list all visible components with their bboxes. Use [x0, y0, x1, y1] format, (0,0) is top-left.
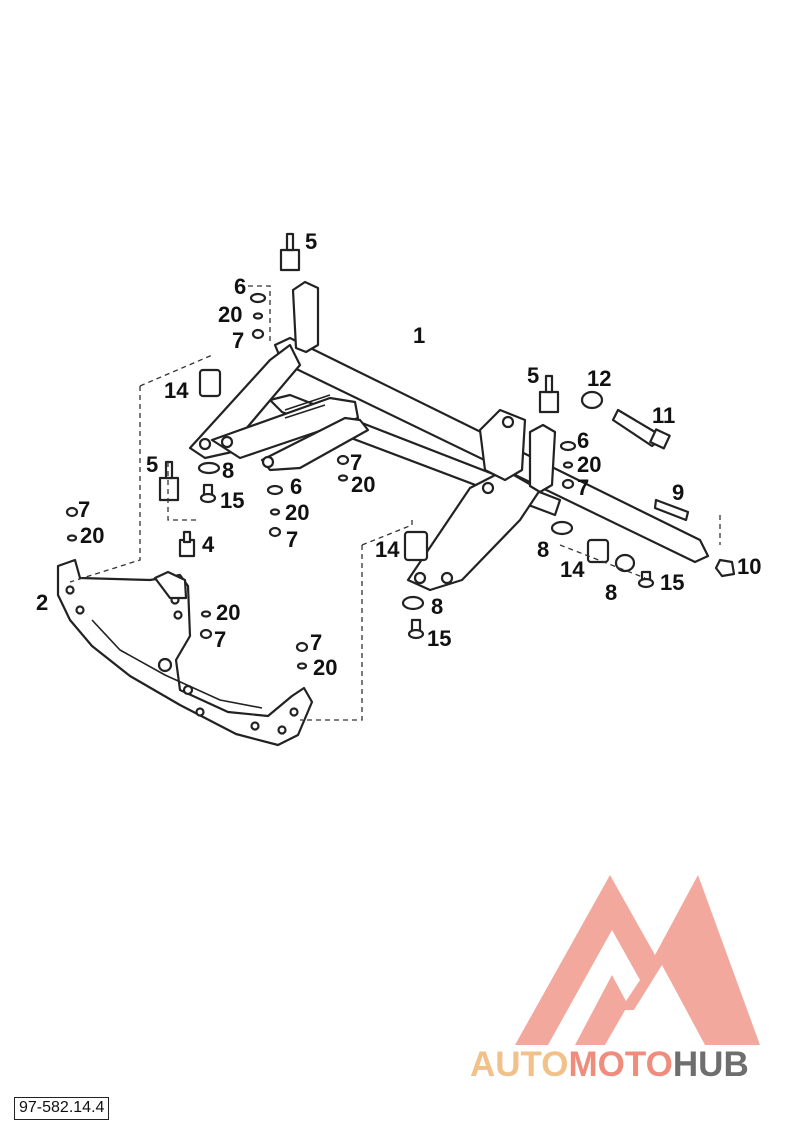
cap-10	[714, 558, 736, 578]
callout-14-left: 14	[164, 378, 189, 403]
callout-15-right: 15	[660, 570, 684, 595]
callout-1: 1	[413, 323, 425, 348]
callout-7-lower: 7	[286, 527, 298, 552]
callout-20-bottom: 20	[313, 655, 337, 680]
callout-7-mid: 7	[350, 450, 362, 475]
callout-8-right: 8	[537, 537, 549, 562]
rubber-mount-14-right	[586, 538, 610, 564]
callout-14-right: 14	[560, 557, 585, 582]
callout-7-bottom: 7	[310, 630, 322, 655]
watermark-brand: AUTOMOTOHUB	[470, 1045, 749, 1083]
callout-6-right: 6	[577, 428, 589, 453]
callout-5-top: 5	[305, 229, 317, 254]
callout-15-center: 15	[427, 626, 451, 651]
callout-7-right: 7	[577, 475, 589, 500]
rubber-mount-14-center	[403, 530, 429, 562]
rubber-mount-5-right	[538, 374, 560, 414]
callout-7-left: 7	[78, 497, 90, 522]
callout-20-top: 20	[218, 302, 242, 327]
callout-6-top: 6	[234, 274, 246, 299]
callout-6-mid: 6	[290, 474, 302, 499]
callout-8-left: 8	[222, 458, 234, 483]
mount-4	[178, 530, 196, 558]
callout-14-center: 14	[375, 537, 400, 562]
bolt-11	[611, 408, 671, 450]
callout-5-right: 5	[527, 363, 539, 388]
callout-8-center: 8	[431, 594, 443, 619]
bolt-9	[653, 498, 690, 522]
brand-hub: HUB	[673, 1045, 749, 1083]
callout-11: 11	[652, 403, 675, 428]
callout-20-right: 20	[577, 452, 601, 477]
callout-12: 12	[587, 366, 611, 391]
callout-9: 9	[672, 480, 684, 505]
callout-7-cradle: 7	[214, 627, 226, 652]
callouts: 1 2 4 5 5 5 6 6 6 7 7 7 7 7 7 7 8 8 8 8 …	[36, 229, 761, 680]
callout-4: 4	[202, 532, 215, 557]
callout-7-top: 7	[232, 328, 244, 353]
rubber-mount-5-left	[158, 460, 180, 502]
lower-engine-cradle	[56, 558, 314, 747]
callout-20-cradle: 20	[216, 600, 240, 625]
rubber-mount-5-top	[279, 232, 301, 272]
assembly-lines	[69, 285, 721, 721]
callout-10: 10	[737, 554, 761, 579]
callout-8-far-right: 8	[605, 580, 617, 605]
svg-text:AUTOMOTOHUB: AUTOMOTOHUB	[470, 1045, 749, 1083]
callout-20-left: 20	[80, 523, 104, 548]
watermark-logo	[515, 875, 760, 1045]
main-frame	[188, 280, 710, 592]
callout-20-lower: 20	[285, 500, 309, 525]
screws-15	[199, 483, 655, 640]
brand-moto: MOTO	[569, 1045, 673, 1083]
callout-5-left: 5	[146, 452, 158, 477]
reference-code: 97-582.14.4	[14, 1097, 110, 1120]
bushing-12	[580, 390, 604, 410]
brand-auto: AUTO	[470, 1045, 569, 1083]
callout-2: 2	[36, 590, 48, 615]
rubber-mount-14-left	[198, 368, 222, 398]
washers	[65, 292, 636, 670]
callout-15-left: 15	[220, 488, 244, 513]
callout-20-mid: 20	[351, 472, 375, 497]
